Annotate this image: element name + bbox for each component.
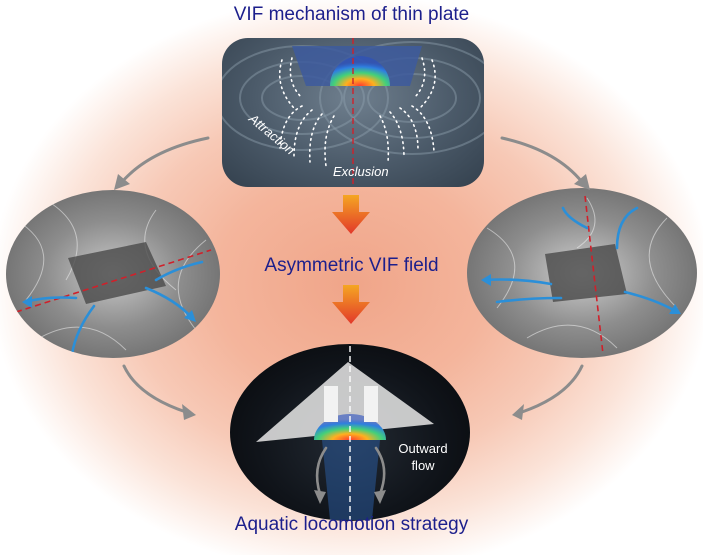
outward-flow-label: Outward flow — [398, 441, 448, 473]
vif-mechanism-panel — [222, 38, 484, 187]
locomotion-panel — [230, 344, 470, 521]
right-flow-photo — [467, 188, 697, 358]
left-flow-graphic — [15, 199, 212, 356]
pressure-field — [330, 56, 390, 86]
symmetry-line-left — [15, 249, 212, 313]
right-flow-graphic — [481, 195, 681, 355]
left-flow-photo — [6, 190, 220, 358]
figure-title: VIF mechanism of thin plate — [233, 4, 470, 25]
triangle-plate — [256, 362, 434, 442]
middle-label: Asymmetric VIF field — [264, 255, 439, 276]
right-leg — [364, 386, 378, 422]
locomotion-graphic — [256, 346, 434, 520]
bottom-label: Aquatic locomotion strategy — [234, 514, 469, 535]
left-leg — [324, 386, 338, 422]
symmetry-line-right — [584, 195, 604, 355]
plate — [545, 244, 627, 302]
vif-mechanism-graphic — [222, 38, 484, 187]
